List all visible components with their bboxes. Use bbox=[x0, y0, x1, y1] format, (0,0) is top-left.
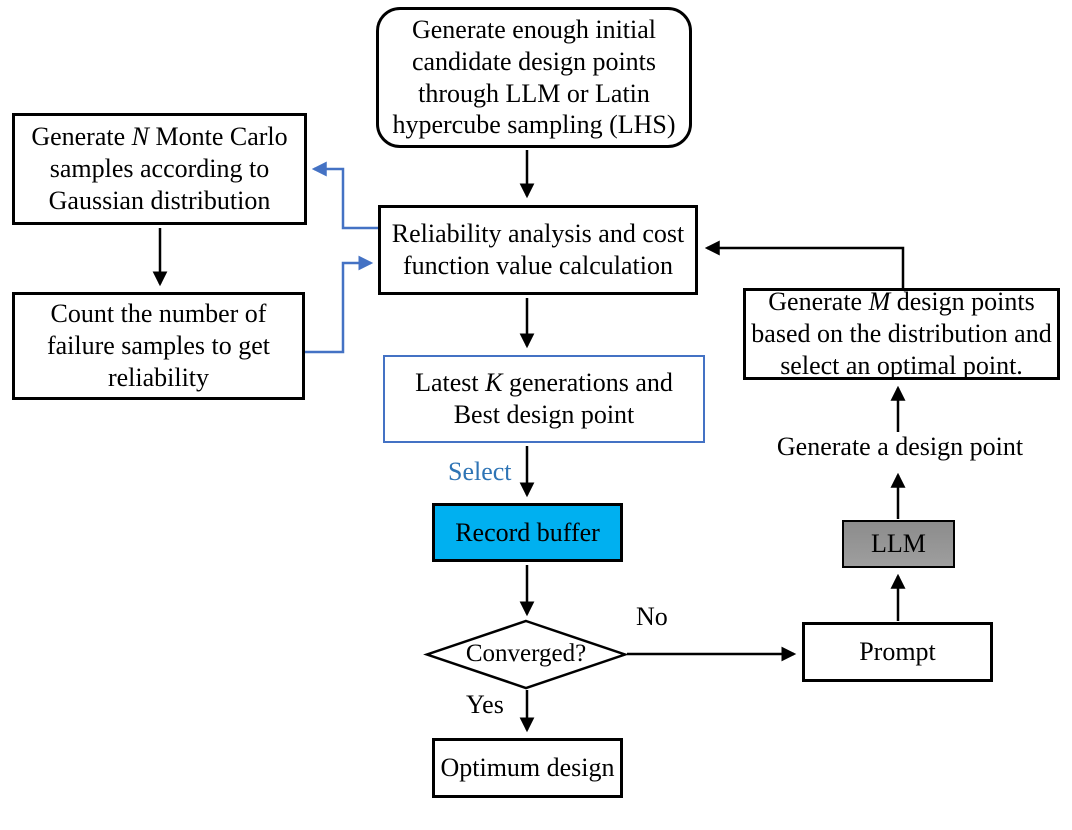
node-initial-sampling-text: Generate enough initial candidate design… bbox=[392, 15, 676, 140]
node-monte-carlo-text: Generate N Monte Carlo samples according… bbox=[31, 122, 288, 215]
node-initial-sampling: Generate enough initial candidate design… bbox=[376, 7, 692, 148]
node-reliability-analysis: Reliability analysis and cost function v… bbox=[378, 205, 698, 295]
node-reliability-analysis-text: Reliability analysis and cost function v… bbox=[391, 219, 685, 280]
generate-design-point-label: Generate a design point bbox=[776, 432, 1024, 461]
converged-diamond-shape bbox=[423, 619, 629, 690]
node-llm-text: LLM bbox=[871, 529, 926, 559]
node-prompt: Prompt bbox=[802, 622, 993, 682]
node-converged-text: Converged? bbox=[465, 640, 587, 668]
node-count-failure: Count the number of failure samples to g… bbox=[12, 292, 305, 400]
node-monte-carlo: Generate N Monte Carlo samples according… bbox=[12, 113, 307, 225]
select-label: Select bbox=[448, 457, 512, 486]
arrow-reliability-to-montecarlo bbox=[311, 161, 378, 230]
yes-label: Yes bbox=[466, 690, 504, 719]
node-optimum-design: Optimum design bbox=[432, 738, 623, 798]
node-optimum-design-text: Optimum design bbox=[440, 753, 615, 783]
no-label: No bbox=[636, 602, 668, 631]
arrow-generatem-to-reliability bbox=[704, 240, 905, 288]
node-generate-m-text: Generate M design points based on the di… bbox=[751, 287, 1052, 380]
node-prompt-text: Prompt bbox=[859, 637, 936, 667]
node-latest-k-generations: Latest K generations and Best design poi… bbox=[383, 355, 705, 443]
node-record-buffer-text: Record buffer bbox=[455, 517, 600, 547]
node-latest-k-text: Latest K generations and Best design poi… bbox=[415, 368, 673, 429]
node-generate-m-points: Generate M design points based on the di… bbox=[743, 287, 1060, 380]
arrow-count-to-reliability bbox=[305, 255, 374, 354]
node-count-failure-text: Count the number of failure samples to g… bbox=[46, 299, 271, 392]
node-converged-decision: Converged? bbox=[427, 621, 625, 688]
node-llm: LLM bbox=[842, 520, 955, 568]
node-record-buffer: Record buffer bbox=[432, 503, 623, 562]
